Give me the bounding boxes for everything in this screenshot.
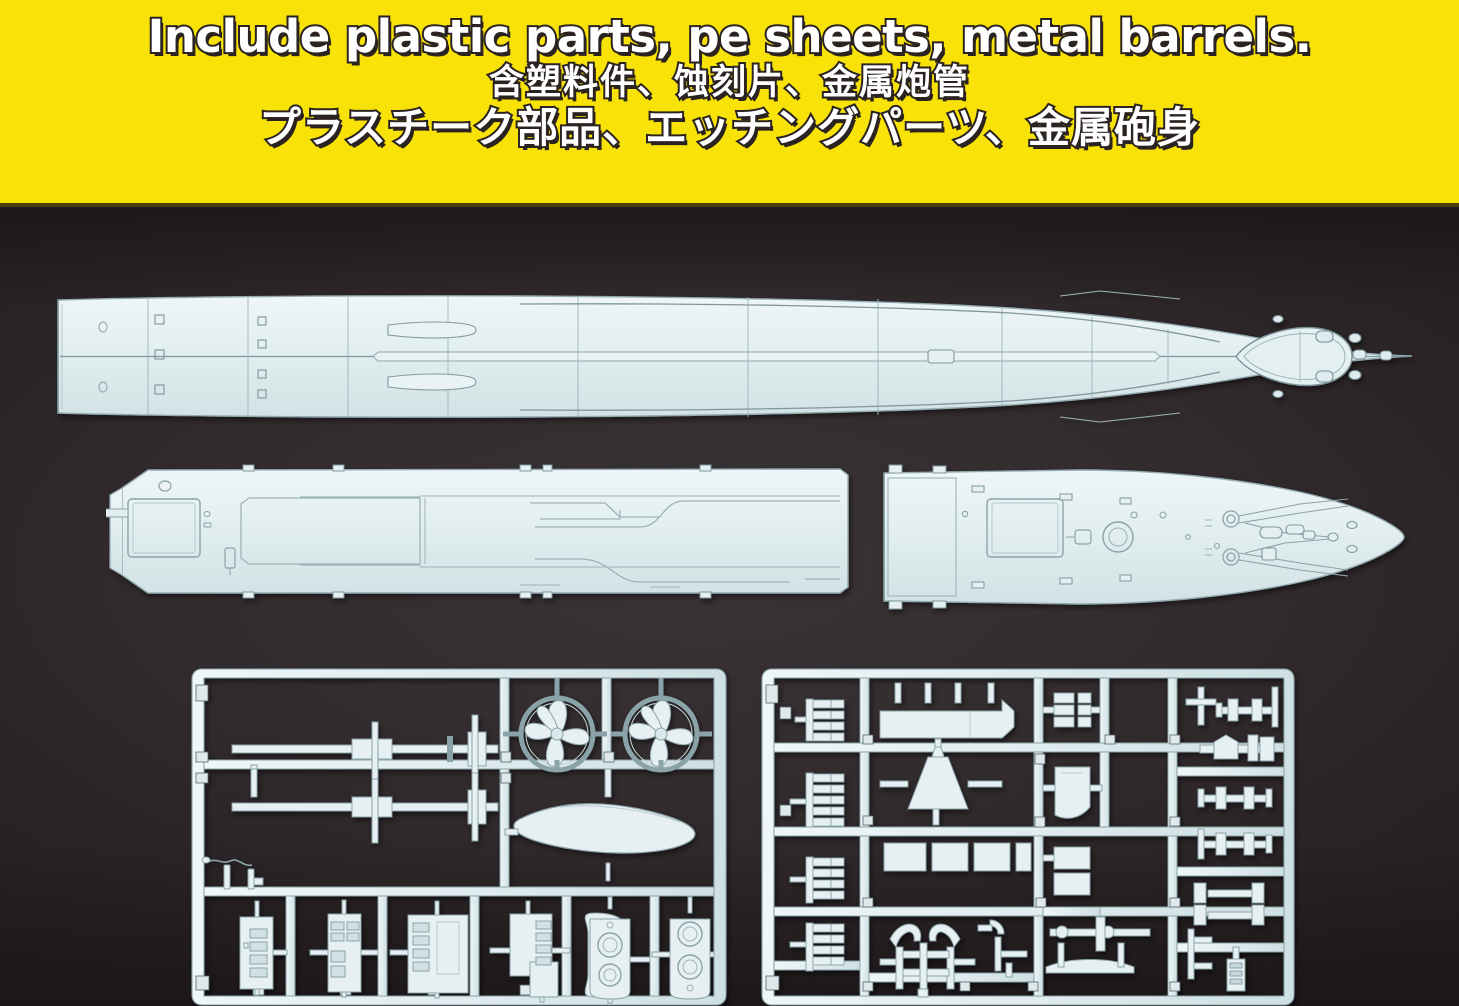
gun-mount-part <box>651 896 715 1000</box>
deckhouse-part <box>389 900 469 999</box>
rudder-part <box>504 768 696 882</box>
deckhouse-part <box>489 900 571 1003</box>
superstructure-parts <box>1042 692 1101 728</box>
aa-gun-cluster-part <box>789 856 845 904</box>
gun-mount-part <box>584 896 651 1004</box>
parts-illustration <box>57 290 1413 1006</box>
deckhouse-part <box>309 899 379 998</box>
header-line-chinese: 含塑料件、蚀刻片、金属炮管 <box>487 62 970 103</box>
bridge-part <box>1042 766 1103 819</box>
header-line-english: Include plastic parts, pe sheets, metal … <box>146 10 1314 63</box>
header-line-japanese: プラスチーク部品、エッチングパーツ、金属砲身 <box>257 102 1201 152</box>
radar-part <box>1226 946 1246 992</box>
ships-boat-part <box>879 682 1015 739</box>
part-hull-lower-full-length <box>57 290 1413 423</box>
header-banner: Include plastic parts, pe sheets, metal … <box>0 0 1459 207</box>
part-deck-aft-section <box>106 464 849 599</box>
aa-gun-cluster-part <box>794 698 845 742</box>
product-contents-stage <box>0 207 1459 1006</box>
crane-part <box>879 923 976 998</box>
part-sprue-runner-b <box>761 668 1295 1006</box>
propeller-icon <box>503 678 607 773</box>
gun-barrel-parts <box>1185 686 1279 860</box>
propeller-icon <box>611 678 712 773</box>
aa-gun-cluster-part <box>789 772 845 828</box>
part-deck-forward-section <box>883 464 1405 610</box>
aa-gun-cluster-part <box>789 922 845 972</box>
funnel-part <box>879 738 1003 826</box>
part-sprue-runner-a <box>191 668 727 1006</box>
deckhouse-part <box>239 900 288 996</box>
